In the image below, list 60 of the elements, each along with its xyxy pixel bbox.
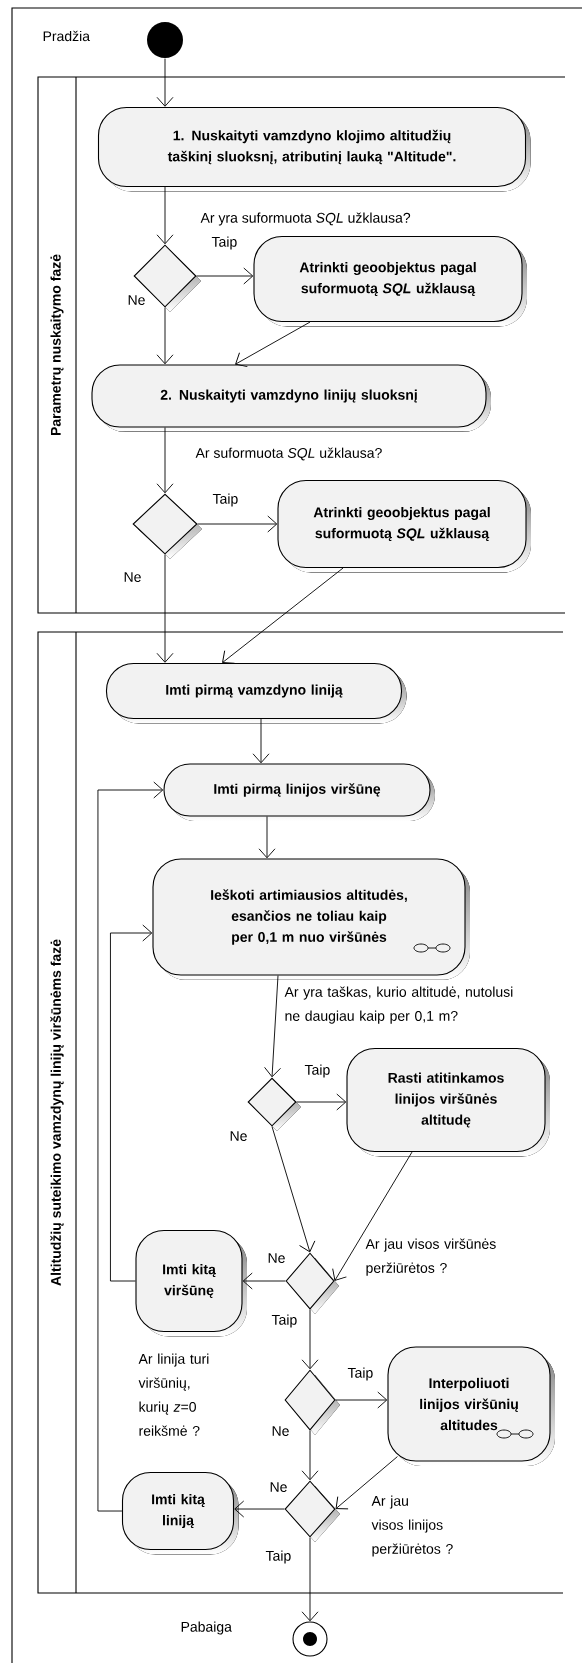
edge-label: Taip <box>264 1549 293 1565</box>
arrow <box>335 1456 398 1510</box>
arrow <box>97 781 164 1512</box>
arrow <box>296 1093 347 1111</box>
question-text: Ar yra suformuota SQL užklausa? <box>200 212 411 226</box>
question-text: Pradžia <box>43 30 90 42</box>
arrow <box>301 1309 319 1370</box>
arrow <box>242 1272 286 1290</box>
end-node <box>292 1621 328 1657</box>
edge-label: Taip <box>270 1313 299 1329</box>
edge-label: Ne <box>270 1425 291 1437</box>
arrow <box>258 816 276 859</box>
arrow <box>234 1500 285 1518</box>
arrow <box>235 321 311 368</box>
arrow <box>110 924 153 1282</box>
edge-label: Ne <box>122 571 143 583</box>
decision-diamond <box>285 1252 339 1314</box>
action-box: Ieškoti artimiausios altitudės, esančios ne toliau kaip per 0,1 m nuo viršūnės <box>152 858 470 980</box>
arrow <box>156 186 174 245</box>
action-box: Interpoliuoti linijos viršūnių altitudes <box>387 1346 555 1466</box>
arrow <box>271 1126 316 1253</box>
action-box: Atrinkti geoobjektus pagal suformuotą SQL užklausą <box>277 479 531 573</box>
arrow <box>156 427 174 494</box>
arrow <box>156 58 174 107</box>
question-text: Ar linija turi viršūnių, kurių z=0 reikšmė ? <box>138 1353 209 1436</box>
decision-diamond <box>247 1077 301 1131</box>
arrow <box>156 307 174 365</box>
question-text: Ar yra taškas, kurio altitudė, nutolusi ne daugiau kaip per 0,1 m? <box>284 986 513 1024</box>
action-box: Imti kitą liniją <box>121 1471 239 1555</box>
arrow <box>196 267 254 285</box>
edge-label: Ne <box>126 294 147 306</box>
edge-label: Ne <box>268 1481 289 1493</box>
arrow <box>264 975 281 1078</box>
action-box: Imti pirmą linijos viršūnę <box>163 763 435 821</box>
arrow <box>335 1391 388 1409</box>
action-box: 1. Nuskaityti vamzdyno klojimo altitudžių taškinį sluoksnį, atributinį lauką "Altitude". <box>97 106 531 192</box>
arrow <box>197 515 278 533</box>
question-text: Ar jau visos linijos peržiūrėtos ? <box>371 1495 453 1557</box>
decision-diamond <box>132 493 202 559</box>
edge-label: Taip <box>346 1366 375 1382</box>
question-text: Pabaiga <box>181 1621 232 1635</box>
action-box: Imti pirmą vamzdyno liniją <box>105 662 407 724</box>
edge-label: Ne <box>228 1130 249 1142</box>
arrow <box>301 1430 319 1481</box>
action-box: Imti kitą viršūnę <box>135 1229 247 1337</box>
action-box: Atrinkti geoobjektus pagal suformuotą SQL užklausą <box>253 235 527 327</box>
question-text: Ar jau visos viršūnės peržiūrėtos ? <box>365 1238 496 1276</box>
edge-label: Taip <box>211 492 240 508</box>
edge-label: Taip <box>210 235 239 251</box>
edge-label: Ne <box>266 1252 287 1264</box>
arrow <box>156 554 174 663</box>
action-box: 2. Nuskaityti vamzdyno linijų sluoksnį <box>91 364 491 432</box>
edge-label: Taip <box>303 1063 332 1079</box>
arrow <box>222 567 344 664</box>
question-text: Ar suformuota SQL užklausa? <box>195 447 382 461</box>
action-box: Rasti atitinkamos linijos viršūnės altitudę <box>346 1047 550 1157</box>
start-node <box>147 22 183 58</box>
arrow <box>332 1151 413 1281</box>
arrow <box>301 1537 319 1622</box>
arrow <box>252 718 270 764</box>
